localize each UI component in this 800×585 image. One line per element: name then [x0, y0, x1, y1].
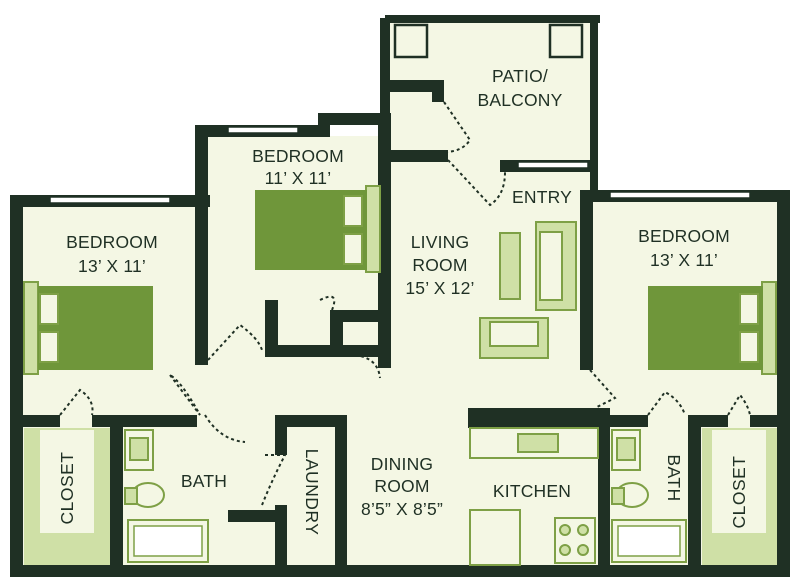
- bedroom-center-label-line2: 11’ X 11’: [265, 168, 332, 188]
- living-room-label-line3: 15’ X 12’: [405, 278, 474, 298]
- dining-room-label-line3: 8’5” X 8’5”: [361, 499, 443, 519]
- bedroom-left-label-line1: BEDROOM: [66, 232, 158, 252]
- bath-left-fixtures: [124, 429, 209, 563]
- door-swings: [59, 101, 751, 506]
- bedroom-center-label-line1: BEDROOM: [252, 146, 344, 166]
- bed-right: [648, 281, 777, 375]
- kitchen-label-line1: KITCHEN: [493, 481, 571, 501]
- bedroom-center-label: BEDROOM 11’ X 11’: [252, 146, 344, 188]
- dining-room-label: DINING ROOM 8’5” X 8’5”: [361, 454, 443, 519]
- closet-left-label-line1: CLOSET: [57, 451, 77, 524]
- bedroom-left-label: BEDROOM 13’ X 11’: [66, 232, 158, 276]
- patio-label: PATIO/ BALCONY: [477, 66, 562, 110]
- bedroom-left-label-line2: 13’ X 11’: [78, 256, 146, 276]
- windows: [49, 126, 751, 204]
- closet-right-label-line1: CLOSET: [729, 455, 749, 528]
- kitchen-fixtures: [469, 427, 599, 566]
- entry-label-line1: ENTRY: [512, 187, 572, 207]
- patio-posts: [393, 23, 584, 59]
- floor-fills: [18, 18, 786, 575]
- bath-right-label: BATH: [664, 454, 684, 501]
- kitchen-label: KITCHEN: [493, 481, 571, 501]
- walls: [10, 15, 790, 577]
- dining-room-label-line1: DINING: [371, 454, 433, 474]
- bed-center: [255, 185, 381, 273]
- bedroom-right-label-line1: BEDROOM: [638, 226, 730, 246]
- dining-room-label-line2: ROOM: [374, 476, 429, 496]
- patio-label-line1: PATIO/: [492, 66, 548, 86]
- bedroom-right-label-line2: 13’ X 11’: [650, 250, 718, 270]
- living-chair: [479, 317, 549, 359]
- laundry-label-line1: LAUNDRY: [302, 449, 322, 536]
- bedroom-right-label: BEDROOM 13’ X 11’: [638, 226, 730, 270]
- bath-right-fixtures: [611, 429, 687, 563]
- entry-label: ENTRY: [512, 187, 572, 207]
- bath-left-label-line1: BATH: [181, 471, 227, 491]
- living-room-label-line1: LIVING: [411, 232, 470, 252]
- closet-left-label: CLOSET: [57, 451, 77, 524]
- living-room-label-line2: ROOM: [412, 255, 467, 275]
- bed-left: [23, 281, 153, 375]
- closet-right-label: CLOSET: [729, 455, 749, 528]
- bath-left-label: BATH: [181, 471, 227, 491]
- patio-label-line2: BALCONY: [477, 90, 562, 110]
- living-room-label: LIVING ROOM 15’ X 12’: [405, 232, 474, 298]
- closet-right-fixture: [702, 428, 777, 565]
- laundry-label: LAUNDRY: [302, 449, 322, 536]
- closet-left-fixture: [24, 428, 110, 565]
- bath-right-label-line1: BATH: [664, 454, 684, 501]
- living-sofa: [499, 221, 577, 311]
